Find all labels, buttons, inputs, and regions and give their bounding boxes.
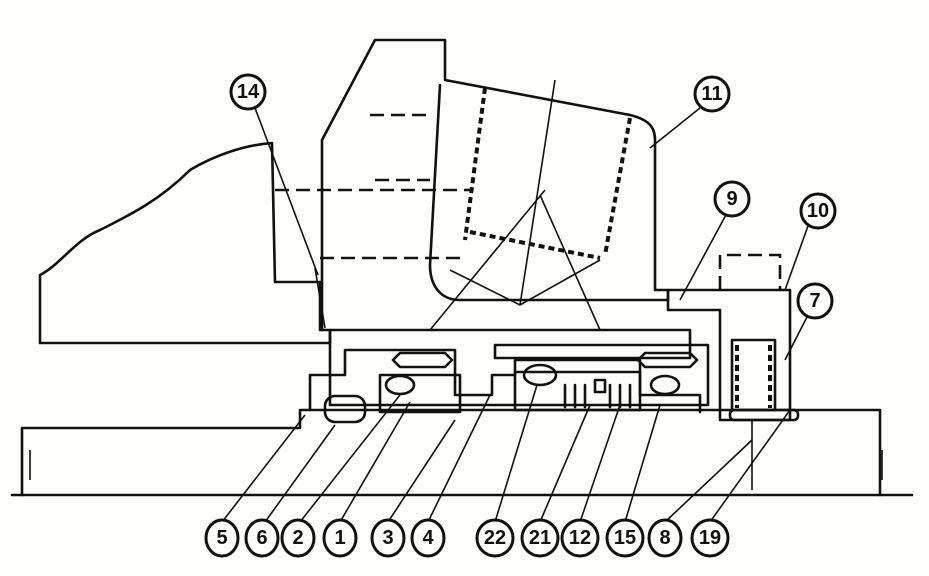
seal-6	[323, 394, 367, 424]
svg-text:6: 6	[256, 527, 267, 549]
callout-22: 22	[475, 518, 515, 558]
callout-21: 21	[520, 518, 560, 558]
callout-9: 9	[713, 180, 751, 218]
workpiece-left	[38, 141, 332, 345]
callout-19: 19	[690, 518, 730, 558]
spindle-housing	[308, 328, 710, 424]
callout-4: 4	[410, 518, 446, 558]
callout-6: 6	[244, 518, 280, 558]
bearing-races	[391, 351, 699, 369]
ball-4	[522, 363, 558, 387]
callout-8: 8	[647, 518, 683, 558]
svg-text:15: 15	[614, 527, 636, 549]
svg-text:4: 4	[422, 527, 434, 549]
callout-7: 7	[796, 282, 834, 320]
svg-text:12: 12	[569, 527, 591, 549]
svg-text:1: 1	[334, 527, 345, 549]
callout-14: 14	[229, 73, 267, 111]
callout-15: 15	[605, 518, 645, 558]
svg-text:2: 2	[292, 527, 303, 549]
svg-text:14: 14	[237, 81, 260, 103]
svg-text:11: 11	[701, 83, 722, 105]
svg-text:22: 22	[484, 527, 506, 549]
clamp-assembly	[666, 253, 800, 490]
callout-12: 12	[560, 518, 600, 558]
callout-5: 5	[204, 518, 240, 558]
callout-2: 2	[280, 518, 316, 558]
svg-text:19: 19	[699, 527, 721, 549]
svg-text:5: 5	[216, 527, 227, 549]
callout-1: 1	[322, 518, 358, 558]
callout-11: 11	[693, 75, 731, 113]
svg-text:3: 3	[382, 527, 393, 549]
svg-text:21: 21	[529, 527, 551, 549]
svg-text:7: 7	[809, 290, 820, 312]
callout-3: 3	[370, 518, 406, 558]
svg-text:9: 9	[726, 188, 737, 210]
tool-holder-11	[320, 38, 670, 332]
callout-10: 10	[799, 192, 837, 230]
svg-text:10: 10	[807, 200, 829, 222]
ball-2	[384, 374, 416, 396]
leader-lines	[221, 107, 809, 523]
svg-text:8: 8	[659, 527, 670, 549]
